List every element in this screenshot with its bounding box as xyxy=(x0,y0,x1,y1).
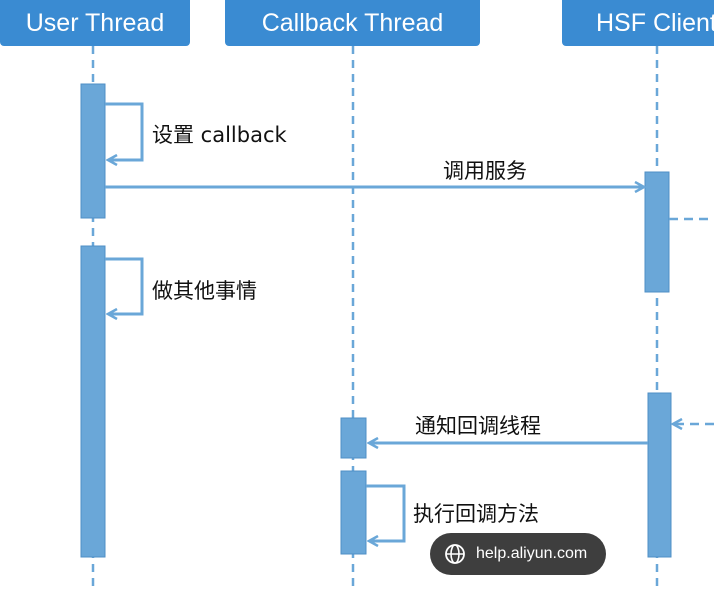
lifeline-header-hsf-client: HSF Client xyxy=(562,0,714,46)
watermark-text: help.aliyun.com xyxy=(476,545,588,562)
globe-icon xyxy=(445,544,465,564)
message-label-execute-callback: 执行回调方法 xyxy=(413,502,539,526)
lifeline-header-callback-thread: Callback Thread xyxy=(225,0,480,46)
activation-user-1 xyxy=(80,83,106,219)
activation-callback-1 xyxy=(340,417,367,459)
message-label-set-callback: 设置 callback xyxy=(152,123,287,147)
message-label-notify-callback: 通知回调线程 xyxy=(415,414,541,438)
activation-callback-2 xyxy=(340,470,367,555)
message-label-do-other-things: 做其他事情 xyxy=(152,279,257,303)
activation-hsf-1 xyxy=(644,171,670,293)
self-message-do-other-things xyxy=(105,257,144,314)
self-message-execute-callback xyxy=(366,484,406,541)
message-label-invoke-service: 调用服务 xyxy=(443,159,527,183)
watermark-badge: help.aliyun.com xyxy=(430,533,606,575)
lifeline-header-user-thread: User Thread xyxy=(0,0,190,46)
activation-hsf-2 xyxy=(647,392,672,558)
activation-user-2 xyxy=(80,245,106,558)
self-message-set-callback xyxy=(105,102,144,160)
